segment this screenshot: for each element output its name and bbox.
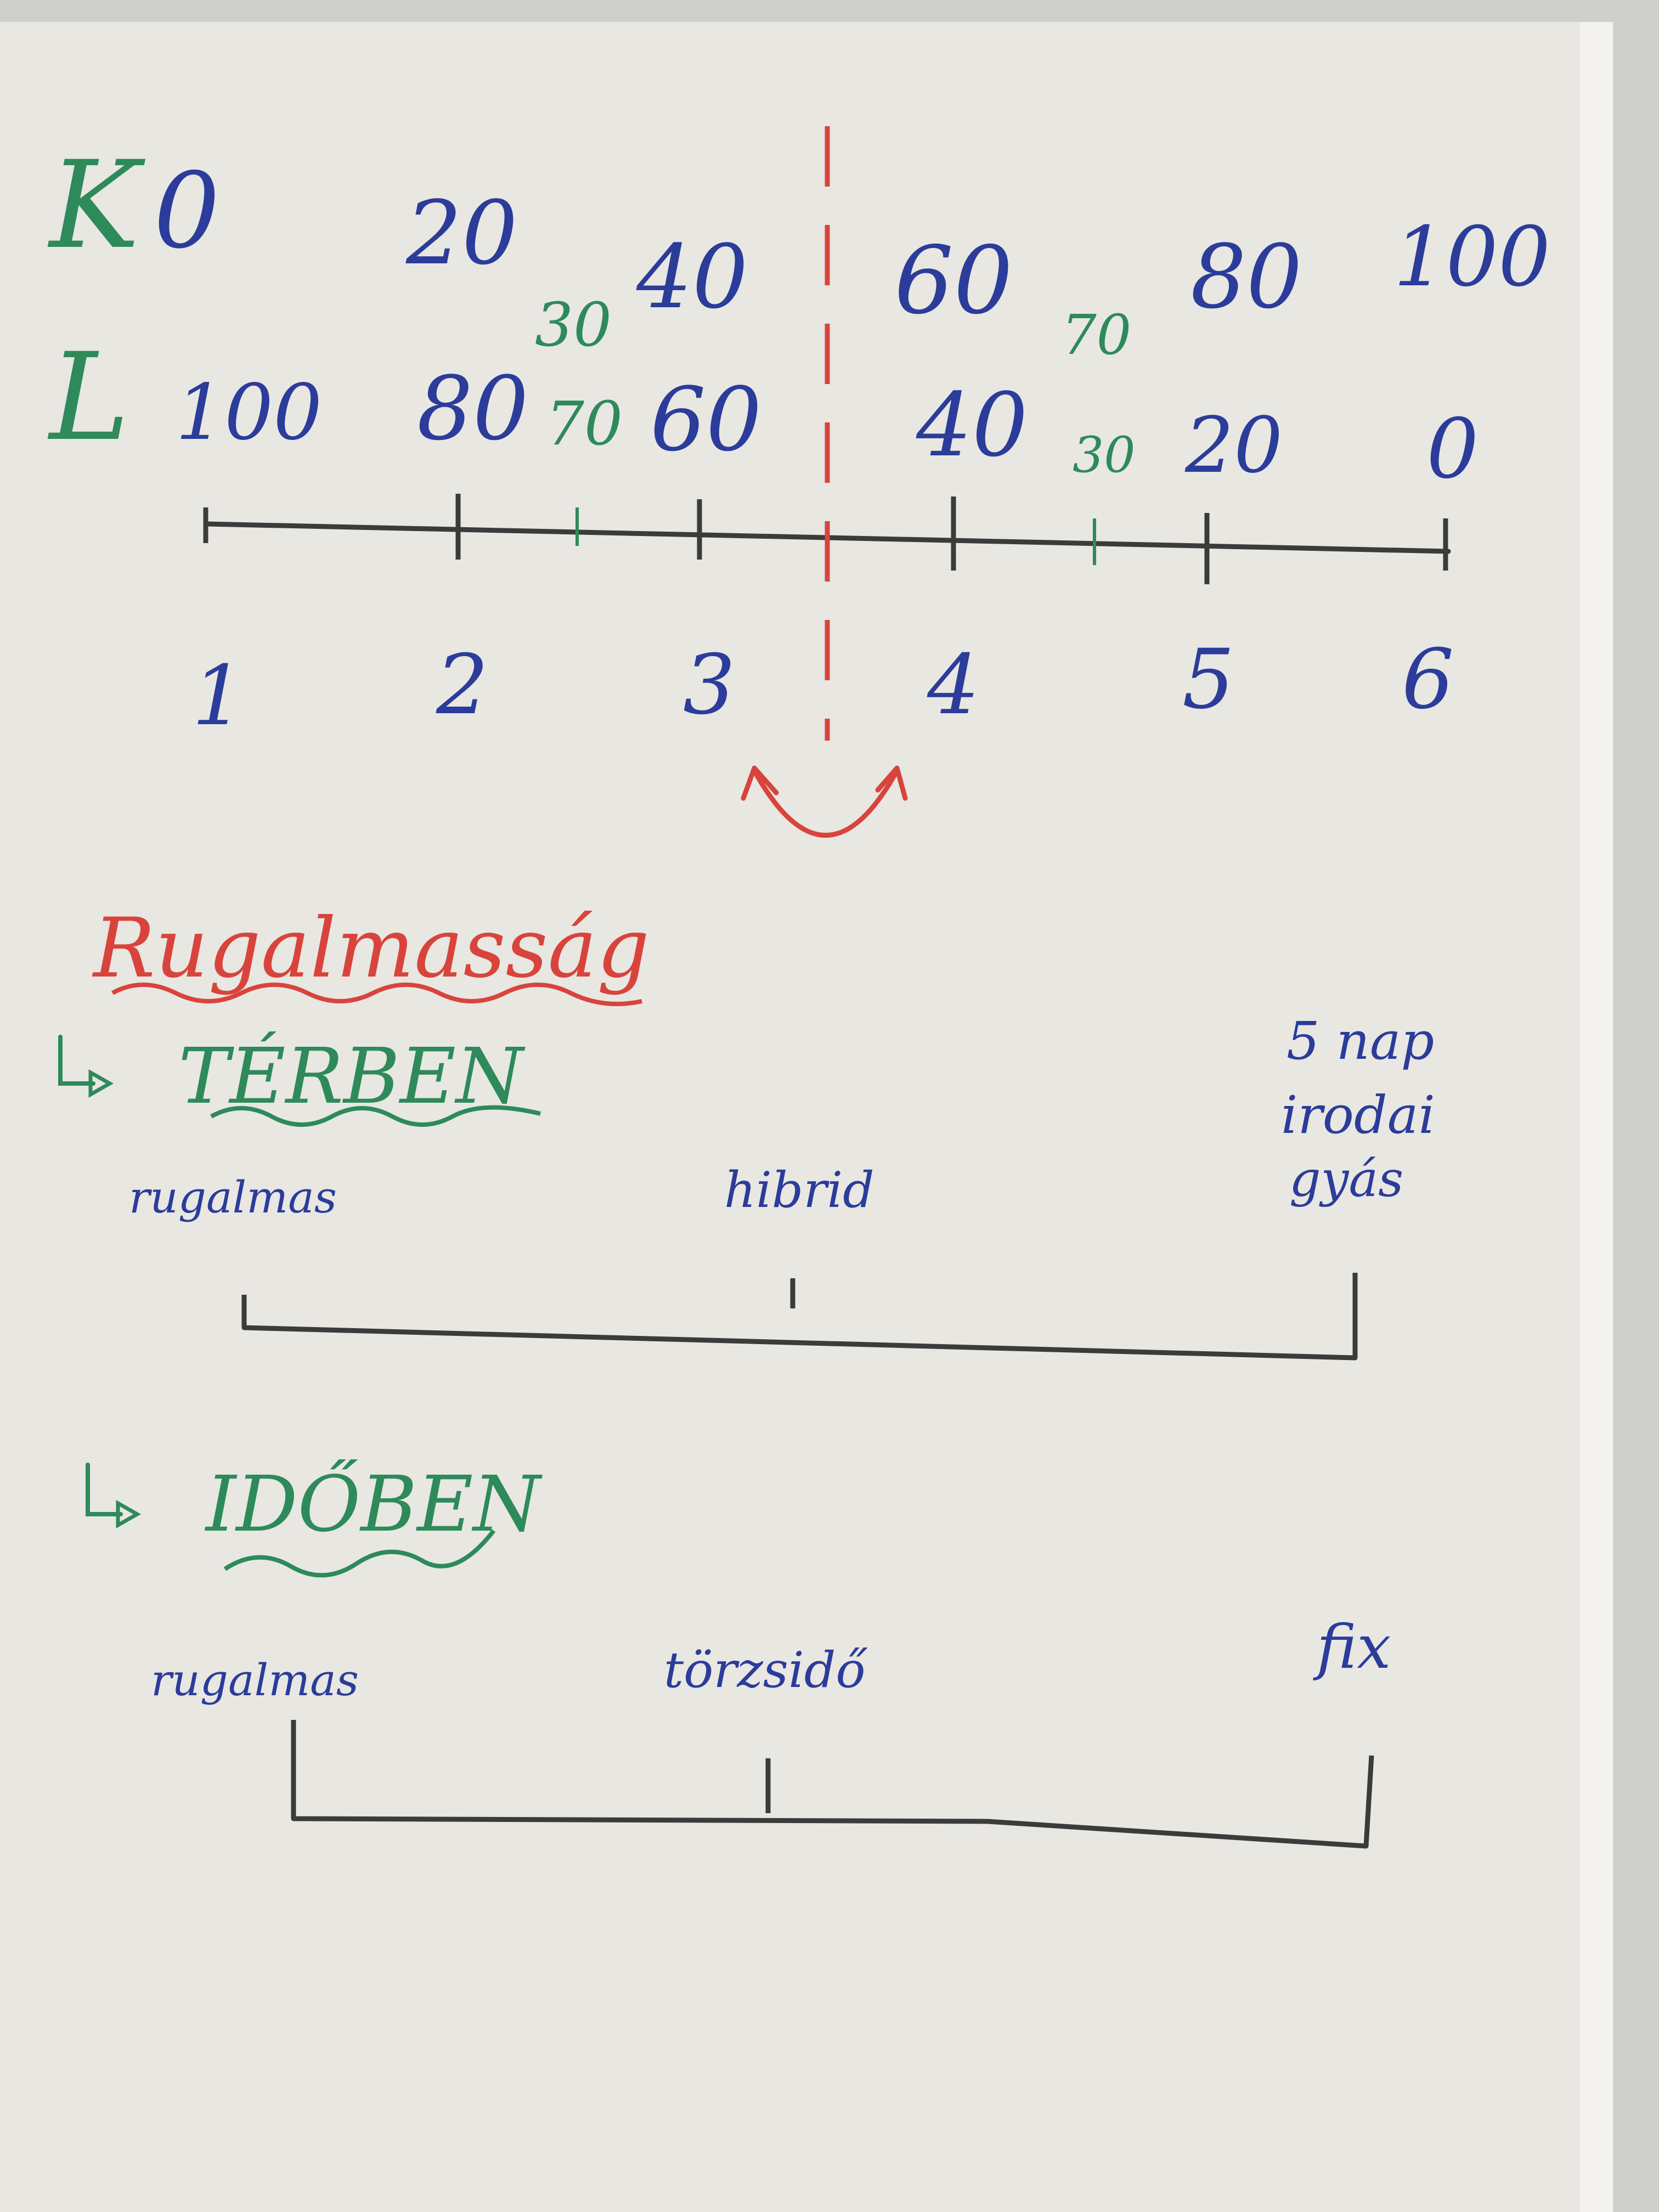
position-label: 1 (192, 648, 244, 744)
sub-arrowhead-icon (116, 1499, 142, 1529)
space-left-label: rugalmas (129, 1172, 337, 1223)
arrowhead-right-icon (875, 765, 908, 801)
time-right-label: fix (1313, 1612, 1391, 1682)
time-heading: IDŐBEN (204, 1459, 543, 1549)
space-right-label: gyás (1289, 1150, 1403, 1208)
k-value: 80 (1190, 225, 1302, 328)
space-wavy-underline (210, 1105, 541, 1127)
l-value: 40 (916, 374, 1028, 476)
l-value: 30 (1073, 426, 1136, 484)
swap-arrow-icon (752, 768, 900, 838)
k-value: 70 (1062, 303, 1131, 367)
l-value: 20 (1184, 401, 1283, 490)
position-label: 2 (436, 637, 488, 733)
time-middle-label: törzsidő (664, 1641, 868, 1699)
paper-roll-edge (1580, 22, 1613, 2212)
sub-arrowhead-icon (88, 1069, 114, 1098)
position-label: 3 (683, 637, 735, 733)
kl-scale: K L 0 20 30 40 60 70 80 100 100 80 70 60… (47, 126, 1550, 838)
flexibility-title: Rugalmasság (92, 901, 650, 996)
space-scale-line (241, 1273, 1358, 1361)
position-label: 4 (927, 637, 979, 733)
space-right-label: irodai (1281, 1085, 1435, 1146)
k-value: 100 (1393, 210, 1550, 305)
l-value: 100 (176, 368, 322, 458)
time-left-label: rugalmas (151, 1655, 359, 1706)
flexibility-section: Rugalmasság TÉRBEN rugalmas hibrid 5 nap… (58, 901, 1435, 1849)
k-value: 60 (894, 227, 1013, 335)
k-value: 0 (154, 150, 220, 272)
row-k-label: K (47, 135, 145, 275)
position-label: 5 (1182, 632, 1234, 727)
l-value: 70 (546, 388, 623, 459)
l-value: 80 (417, 357, 529, 460)
sub-arrow-icon (58, 1035, 95, 1086)
time-wavy-underline (223, 1529, 496, 1578)
l-value: 0 (1426, 402, 1479, 497)
k-value: 40 (636, 225, 748, 328)
k-value: 20 (405, 182, 518, 284)
row-l-label: L (47, 327, 129, 467)
l-value: 60 (650, 368, 762, 471)
arrowhead-left-icon (741, 765, 779, 801)
k-value: 30 (535, 290, 612, 360)
space-right-label: 5 nap (1286, 1011, 1434, 1071)
space-middle-label: hibrid (724, 1161, 874, 1219)
sub-arrow-icon (86, 1463, 123, 1516)
position-label: 6 (1402, 632, 1454, 727)
time-scale-line (291, 1720, 1374, 1849)
title-wavy-underline (111, 983, 642, 1006)
